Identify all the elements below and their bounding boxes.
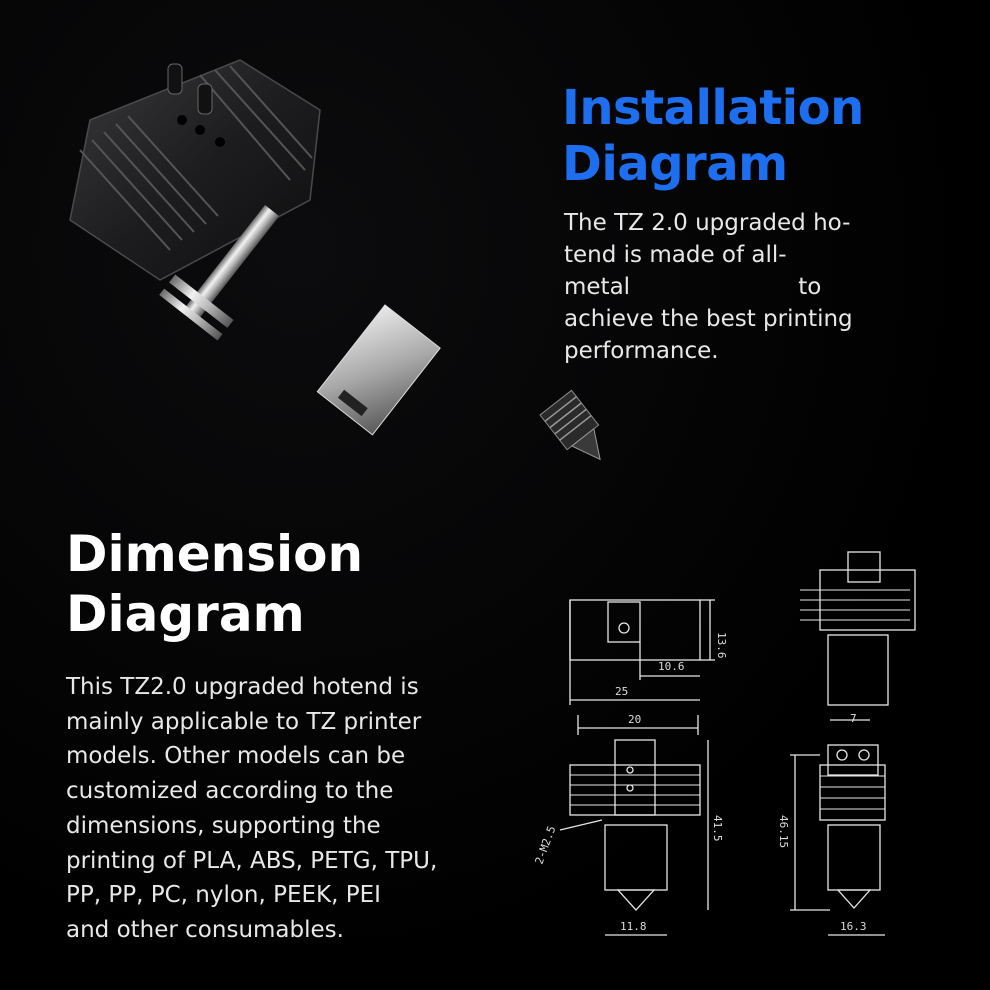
dimension-title: Dimension Diagram — [66, 524, 486, 644]
dim-label: 25 — [615, 685, 628, 698]
installation-title: Installation Diagram — [562, 80, 962, 192]
installation-desc-line: metal to — [564, 274, 822, 300]
dim-label: 11.8 — [620, 920, 647, 933]
technical-drawing-icon: 13.6 10.6 25 20 41.5 2-M2.5 11.8 7 46.15… — [533, 551, 916, 936]
dimension-desc-line: and other consumables. — [66, 916, 344, 943]
dim-label: 46.15 — [777, 815, 790, 848]
dimension-desc-line: PP, PP, PC, nylon, PEEK, PEI — [66, 882, 381, 909]
dim-label: 13.6 — [715, 632, 728, 659]
installation-desc-line: achieve the best printing — [564, 306, 853, 332]
heater-block — [316, 304, 441, 436]
dim-label: 2-M2.5 — [533, 824, 559, 866]
installation-title-line1: Installation — [562, 80, 864, 136]
dim-label: 10.6 — [658, 660, 685, 673]
top-view-drawing — [569, 599, 715, 705]
dim-label: 41.5 — [711, 815, 724, 842]
dimension-desc-line: models. Other models can be — [66, 743, 406, 770]
front-view-drawing — [559, 715, 709, 936]
installation-desc-line: tend is made of all- — [564, 242, 787, 268]
dimension-title-line1: Dimension — [66, 525, 364, 583]
dimension-description: This TZ2.0 upgraded hotend is mainly app… — [66, 670, 526, 948]
side-view-drawing — [790, 551, 916, 936]
dimension-desc-line: dimensions, supporting the — [66, 812, 381, 839]
installation-description: The TZ 2.0 upgraded ho- tend is made of … — [564, 207, 904, 367]
nozzle — [539, 389, 601, 461]
installation-desc-line: performance. — [564, 338, 719, 364]
dimension-desc-line: customized according to the — [66, 778, 394, 805]
heatsink — [69, 59, 321, 281]
dimension-desc-line: printing of PLA, ABS, PETG, TPU, — [66, 847, 438, 874]
dimension-desc-line: mainly applicable to TZ printer — [66, 708, 422, 735]
heatbreak — [159, 205, 280, 341]
installation-title-line2: Diagram — [562, 136, 788, 192]
hotend-exploded-icon — [69, 59, 601, 461]
dim-label: 16.3 — [840, 920, 867, 933]
installation-desc-line: The TZ 2.0 upgraded ho- — [564, 210, 851, 236]
dim-label: 7 — [850, 712, 857, 725]
dimension-desc-line: This TZ2.0 upgraded hotend is — [66, 674, 419, 700]
dim-label: 20 — [628, 713, 641, 726]
dimension-title-line2: Diagram — [66, 585, 305, 643]
